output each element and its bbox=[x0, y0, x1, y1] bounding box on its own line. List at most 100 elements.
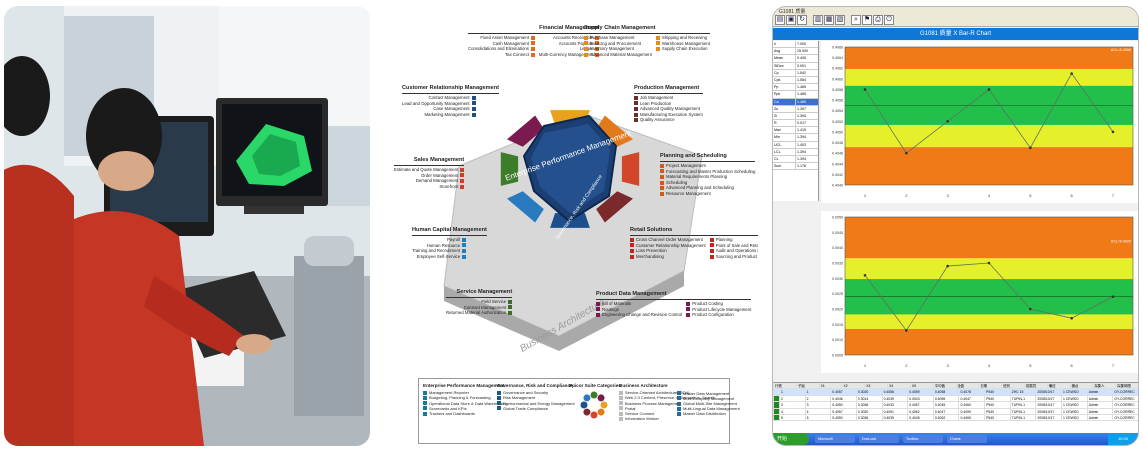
refresh-icon[interactable]: ↻ bbox=[797, 15, 807, 25]
stat-value: 1.394 bbox=[795, 112, 818, 120]
module-item-label: Warehouse Management bbox=[661, 40, 710, 46]
module-item-label: Tax Connect bbox=[505, 51, 529, 57]
column-header[interactable]: 子組 bbox=[795, 383, 819, 389]
stat-name: Zl bbox=[774, 113, 777, 118]
stat-value: 1.176 bbox=[795, 163, 818, 170]
module-bullet-icon bbox=[471, 112, 476, 117]
column-header[interactable]: 班別 bbox=[1001, 383, 1024, 389]
column-header[interactable]: 機台 bbox=[1069, 383, 1093, 389]
module-item-label: Training and Recruitment bbox=[412, 248, 461, 254]
save-icon[interactable]: ▣ bbox=[786, 15, 796, 25]
table-icon[interactable]: ▦ bbox=[824, 15, 834, 25]
taskbar-task[interactable]: Toolbox bbox=[903, 435, 943, 443]
stat-value: 0.405 bbox=[795, 55, 818, 62]
column-header[interactable]: X5 bbox=[909, 383, 933, 389]
stat-name: StDev bbox=[774, 63, 784, 68]
taskbar-task[interactable]: Microsoft bbox=[815, 435, 855, 443]
module-group-title: Sales Management bbox=[394, 157, 465, 166]
chart-icon[interactable]: ▥ bbox=[813, 15, 823, 25]
column-header[interactable]: 行號 bbox=[773, 383, 796, 389]
zoom-icon[interactable]: ⌕ bbox=[851, 15, 861, 25]
table-cell: P540 bbox=[984, 395, 1010, 402]
y-tick-label: 0.4048 bbox=[832, 141, 843, 145]
column-header[interactable]: X4 bbox=[887, 383, 910, 389]
module-item: Resource Management bbox=[660, 191, 755, 197]
column-header[interactable]: 備註 bbox=[1046, 383, 1070, 389]
column-header[interactable]: 檢驗員 bbox=[1023, 383, 1047, 389]
print-icon[interactable]: ⎙ bbox=[873, 15, 883, 25]
module-bullet-icon bbox=[584, 52, 588, 57]
column-header[interactable]: X1 bbox=[818, 383, 842, 389]
module-item-label: Contact Management bbox=[428, 95, 470, 101]
module-item-label: Accounts Receivable bbox=[553, 35, 594, 41]
module-item: Accounts Payable bbox=[539, 41, 600, 47]
table-cell: OY-CORREC bbox=[1112, 402, 1138, 408]
module-item-label: Routings bbox=[602, 306, 619, 312]
legend-item-label: Trackers and Dashboards bbox=[429, 411, 475, 417]
column-header[interactable]: X3 bbox=[864, 383, 887, 389]
open-icon[interactable]: ▤ bbox=[775, 15, 785, 25]
module-item: Returned Material Authorization bbox=[446, 310, 513, 316]
column-header[interactable]: 全距 bbox=[955, 383, 979, 389]
suite-segment bbox=[500, 152, 519, 186]
grid-icon[interactable]: ▧ bbox=[835, 15, 845, 25]
module-item: Forecasting and Master Production Schedu… bbox=[660, 169, 755, 175]
column-header[interactable]: 平均值 bbox=[932, 383, 956, 389]
data-point bbox=[1029, 307, 1032, 311]
column-header[interactable]: X2 bbox=[841, 383, 864, 389]
legend-group-title: Governance, Risk and Compliance bbox=[497, 383, 573, 388]
table-cell: TUPIN-1 bbox=[1009, 402, 1036, 408]
column-header[interactable]: 採集人 bbox=[1092, 383, 1115, 389]
stat-name: n bbox=[774, 42, 776, 46]
table-cell: TUPIN-1 bbox=[1009, 414, 1036, 421]
start-button[interactable]: 开始 bbox=[773, 433, 809, 445]
module-item: Consolidations and Eliminations bbox=[468, 46, 535, 52]
stat-row[interactable]: Zl 1.394 bbox=[773, 112, 818, 121]
taskbar-task[interactable]: Charts bbox=[947, 435, 987, 443]
filter-icon[interactable]: ⚑ bbox=[862, 15, 872, 25]
column-header[interactable]: 日期 bbox=[978, 383, 1001, 389]
module-item-label: Field Service bbox=[481, 299, 507, 305]
table-cell: 0.4062 bbox=[907, 408, 933, 414]
legend-item: Governance and Security bbox=[497, 390, 575, 395]
module-bullet-icon bbox=[655, 35, 660, 40]
module-group-title: Supply Chain Management bbox=[584, 25, 710, 34]
column-header[interactable]: 採集時間 bbox=[1115, 383, 1138, 389]
module-item: Sourcing and Procurement bbox=[584, 41, 652, 47]
exit-icon[interactable]: ⏻ bbox=[884, 15, 894, 25]
stat-row[interactable]: Sum 1.176 bbox=[773, 163, 818, 171]
stat-name: Sum bbox=[774, 164, 782, 169]
data-point bbox=[1111, 130, 1115, 134]
legend-item: Service-Oriented Architecture (SOA) bbox=[619, 390, 715, 395]
y-tick-label: 0.0035 bbox=[832, 262, 843, 266]
taskbar-task[interactable]: DocLook bbox=[859, 435, 899, 443]
plot-frame bbox=[844, 216, 1134, 356]
y-tick-label: 0.0010 bbox=[832, 338, 843, 342]
module-item: Contact Management bbox=[402, 95, 476, 101]
legend-item-label: Portal bbox=[625, 405, 636, 411]
